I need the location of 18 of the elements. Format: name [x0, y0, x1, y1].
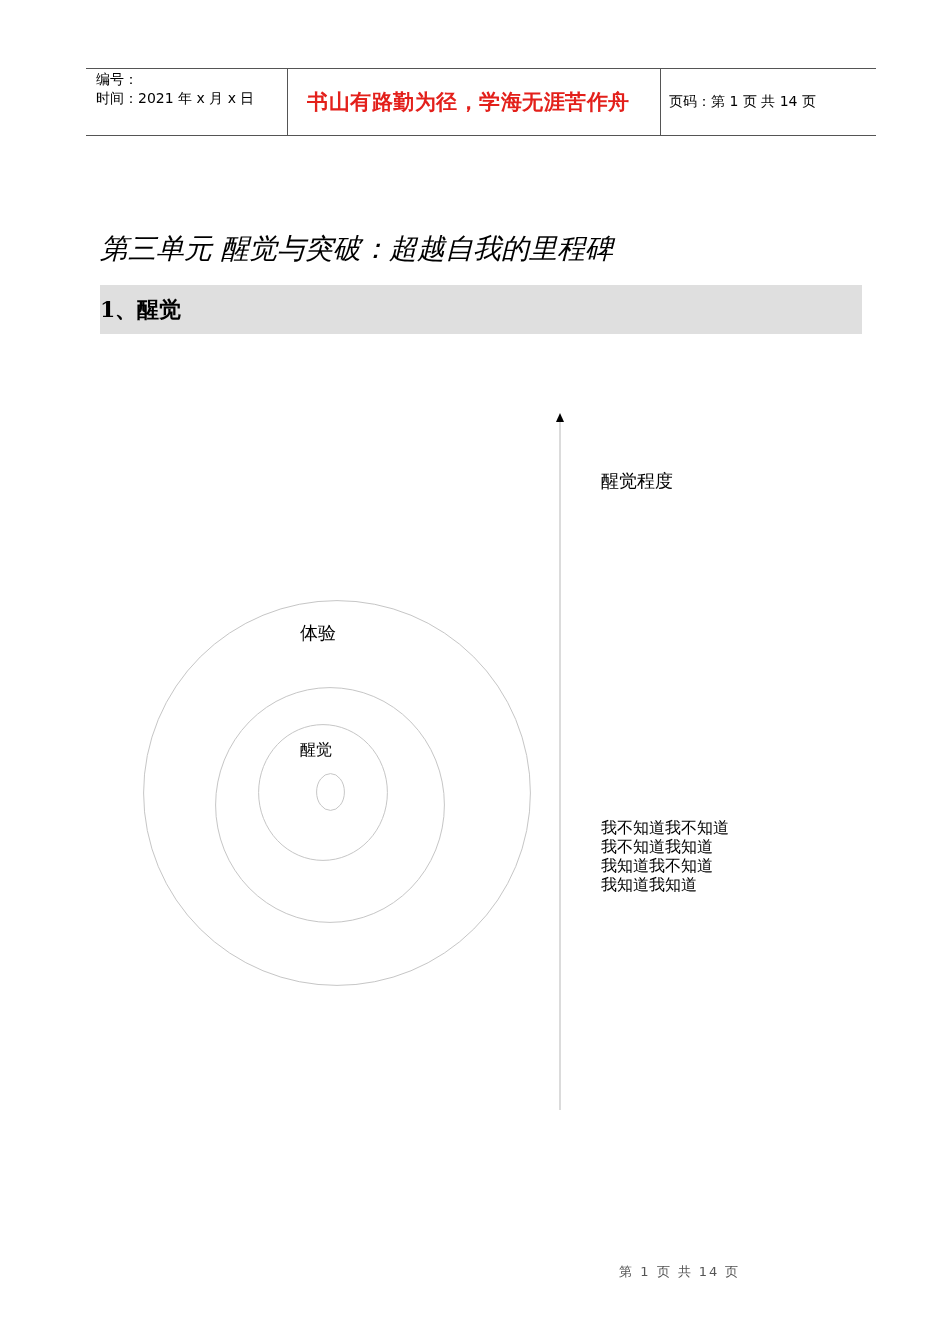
level-text: 我不知道我知道	[601, 837, 713, 856]
level-text: 我知道我知道	[601, 875, 697, 894]
date-label: 时间：2021 年 x 月 x 日	[96, 90, 255, 107]
level-text: 我知道我不知道	[601, 856, 713, 875]
page-title: 第三单元 醒觉与突破：超越自我的里程碑	[100, 232, 613, 266]
page-footer: 第 1 页 共 14 页	[619, 1264, 741, 1280]
page-number-label: 页码：第 1 页 共 14 页	[669, 93, 816, 110]
inner-circle	[258, 724, 388, 861]
motto-text: 书山有路勤为径，学海无涯苦作舟	[307, 90, 630, 116]
middle-circle	[215, 687, 445, 923]
center-oval	[316, 773, 345, 811]
circle-label: 体验	[300, 622, 336, 644]
outer-circle	[143, 600, 531, 986]
section-heading: 1、醒觉	[100, 296, 182, 323]
circle-label: 醒觉	[300, 740, 332, 760]
level-text: 我不知道我不知道	[601, 818, 729, 837]
document-number-label: 编号：	[96, 71, 138, 88]
axis-label: 醒觉程度	[601, 470, 673, 492]
